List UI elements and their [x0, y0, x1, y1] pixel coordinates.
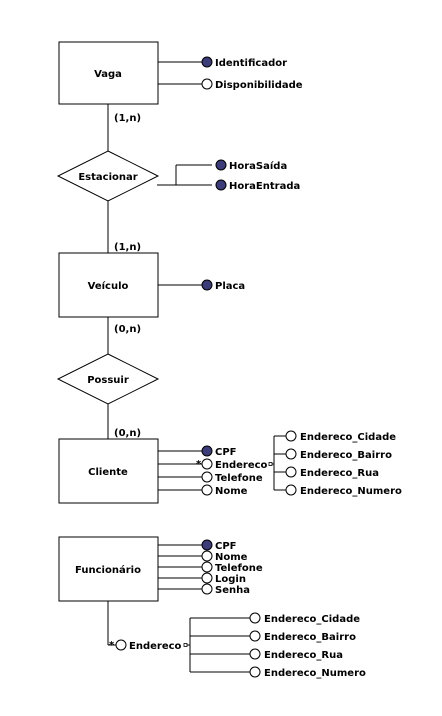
svg-text:Endereco_Cidade: Endereco_Cidade — [264, 614, 360, 625]
svg-text:Endereco_Bairro: Endereco_Bairro — [300, 450, 392, 461]
attribute-icon — [249, 630, 261, 642]
key-attribute-icon — [201, 539, 213, 551]
multivalued-marker: * — [109, 640, 115, 651]
svg-text:Endereco: Endereco — [215, 460, 268, 471]
attribute-icon — [201, 484, 213, 496]
attribute-icon — [201, 78, 213, 90]
attribute-funcionario-telefone[interactable]: Telefone — [201, 561, 263, 574]
attribute-icon — [285, 448, 297, 460]
attribute-icon — [115, 639, 127, 651]
attribute-funcionario-endereco-bairro[interactable]: Endereco_Bairro — [249, 630, 356, 643]
attribute-icon — [285, 466, 297, 478]
svg-text:Senha: Senha — [215, 585, 250, 596]
attribute-disponibilidade[interactable]: Disponibilidade — [201, 78, 303, 91]
relationship-estacionar[interactable]: Estacionar — [56, 150, 160, 202]
svg-text:Telefone: Telefone — [215, 563, 263, 574]
attribute-icon — [201, 458, 213, 470]
svg-text:Endereco: Endereco — [129, 641, 182, 652]
multivalued-marker: * — [196, 459, 202, 470]
cardinality-estacionar-veiculo: (1,n) — [114, 242, 141, 253]
attribute-placa[interactable]: Placa — [201, 279, 245, 292]
svg-text:Endereco_Numero: Endereco_Numero — [264, 668, 366, 679]
attribute-horasaida[interactable]: HoraSaída — [215, 159, 287, 172]
cardinality-vaga-estacionar: (1,n) — [114, 113, 141, 124]
attribute-horaentrada[interactable]: HoraEntrada — [215, 179, 300, 192]
attribute-cliente-nome[interactable]: Nome — [201, 484, 248, 497]
entity-cliente-label: Cliente — [88, 467, 128, 478]
entity-cliente[interactable]: Cliente — [58, 438, 159, 504]
attribute-icon — [249, 648, 261, 660]
key-attribute-icon — [201, 56, 213, 68]
attribute-icon — [201, 583, 213, 595]
svg-text:Nome: Nome — [215, 486, 248, 497]
entity-funcionario-label: Funcionário — [75, 564, 141, 576]
attribute-icon — [285, 484, 297, 496]
entity-veiculo[interactable]: Veículo — [58, 252, 159, 318]
svg-text:HoraSaída: HoraSaída — [229, 160, 287, 172]
entity-vaga[interactable]: Vaga — [58, 41, 159, 105]
attribute-funcionario-endereco[interactable]: * Endereco — [109, 639, 188, 652]
attribute-cliente-endereco-rua[interactable]: Endereco_Rua — [285, 466, 379, 479]
svg-text:Nome: Nome — [215, 552, 248, 563]
attribute-cliente-endereco-numero[interactable]: Endereco_Numero — [285, 484, 402, 497]
attribute-cliente-endereco-bairro[interactable]: Endereco_Bairro — [285, 448, 392, 461]
attribute-icon — [201, 550, 213, 562]
attribute-funcionario-nome[interactable]: Nome — [201, 550, 248, 563]
attribute-funcionario-cpf[interactable]: CPF — [201, 539, 237, 552]
attribute-cliente-endereco-cidade[interactable]: Endereco_Cidade — [285, 430, 396, 443]
svg-text:CPF: CPF — [215, 541, 237, 552]
key-attribute-icon — [201, 445, 213, 457]
attribute-funcionario-login[interactable]: Login — [201, 572, 246, 585]
attribute-funcionario-senha[interactable]: Senha — [201, 583, 250, 596]
svg-text:HoraEntrada: HoraEntrada — [229, 181, 300, 192]
attribute-icon — [285, 430, 297, 442]
attribute-icon — [201, 561, 213, 573]
key-attribute-icon — [215, 159, 227, 171]
relationship-possuir-label: Possuir — [87, 375, 129, 386]
connector-lines — [107, 61, 286, 673]
attribute-funcionario-endereco-rua[interactable]: Endereco_Rua — [249, 648, 343, 661]
cardinality-possuir-cliente: (0,n) — [114, 428, 141, 439]
attribute-icon — [249, 612, 261, 624]
svg-text:CPF: CPF — [215, 447, 237, 458]
attribute-icon — [201, 572, 213, 584]
relationship-possuir[interactable]: Possuir — [56, 353, 160, 405]
attribute-cliente-telefone[interactable]: Telefone — [201, 471, 263, 484]
attribute-icon — [201, 471, 213, 483]
key-attribute-icon — [215, 179, 227, 191]
attribute-icon — [249, 666, 261, 678]
svg-text:Endereco_Rua: Endereco_Rua — [300, 468, 379, 479]
svg-text:Disponibilidade: Disponibilidade — [215, 80, 303, 91]
svg-text:Telefone: Telefone — [215, 473, 263, 484]
relationship-estacionar-label: Estacionar — [78, 172, 137, 183]
svg-text:Login: Login — [215, 574, 246, 585]
attribute-funcionario-endereco-cidade[interactable]: Endereco_Cidade — [249, 612, 360, 625]
attribute-identificador[interactable]: Identificador — [201, 56, 287, 69]
attribute-funcionario-endereco-numero[interactable]: Endereco_Numero — [249, 666, 366, 679]
entity-vaga-label: Vaga — [94, 69, 122, 80]
entity-funcionario[interactable]: Funcionário — [58, 536, 159, 602]
svg-text:Endereco_Bairro: Endereco_Bairro — [264, 632, 356, 643]
entity-veiculo-label: Veículo — [88, 280, 129, 292]
attribute-cliente-endereco[interactable]: * Endereco — [196, 458, 273, 471]
svg-text:Endereco_Rua: Endereco_Rua — [264, 650, 343, 661]
svg-text:Identificador: Identificador — [215, 58, 287, 69]
composite-connector-icon — [183, 643, 188, 647]
svg-text:Placa: Placa — [215, 281, 245, 292]
cardinality-veiculo-possuir: (0,n) — [114, 324, 141, 335]
composite-connector-icon — [268, 462, 273, 466]
attribute-cliente-cpf[interactable]: CPF — [201, 445, 237, 458]
svg-text:Endereco_Numero: Endereco_Numero — [300, 486, 402, 497]
svg-text:Endereco_Cidade: Endereco_Cidade — [300, 432, 396, 443]
key-attribute-icon — [201, 279, 213, 291]
